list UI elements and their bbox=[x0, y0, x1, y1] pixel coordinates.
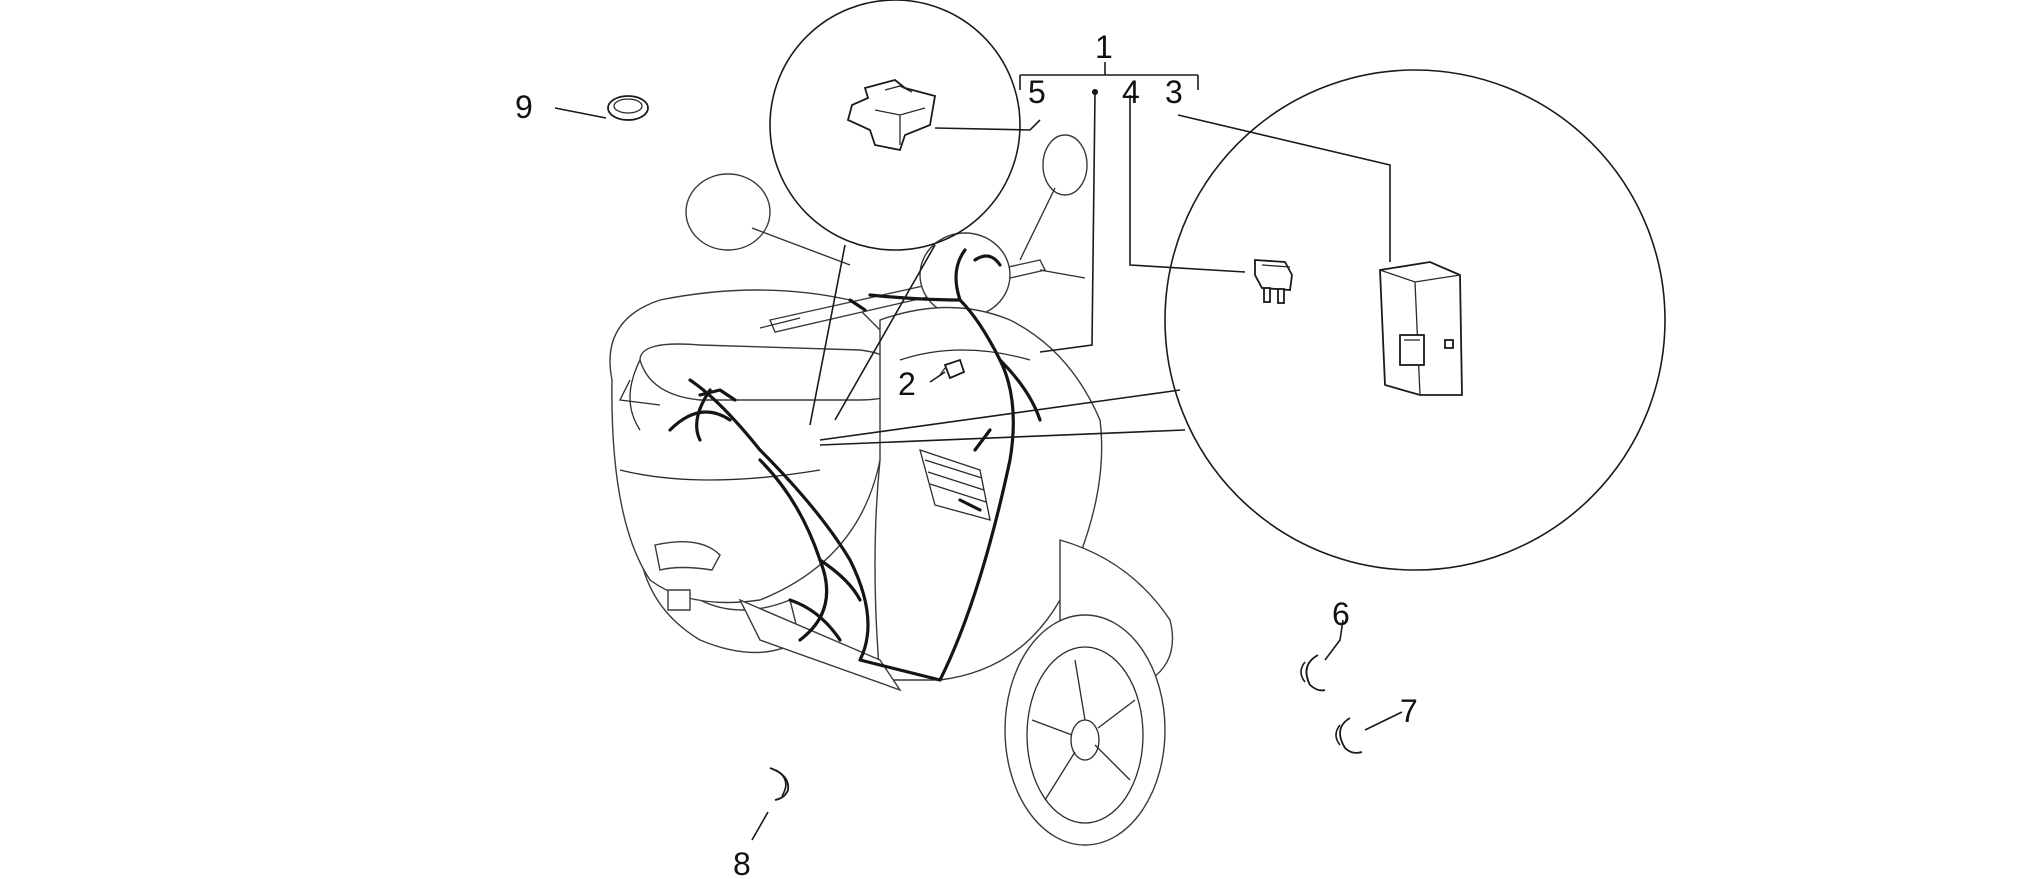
connector-part-2 bbox=[929, 358, 966, 383]
scooter-illustration bbox=[609, 134, 1174, 846]
callout-6: 6 bbox=[1332, 596, 1350, 632]
callout-7: 7 bbox=[1400, 693, 1418, 729]
callout-2: 2 bbox=[898, 366, 916, 402]
callout-9: 9 bbox=[515, 89, 533, 125]
relay-part-5 bbox=[846, 79, 1041, 152]
fuse-part-4 bbox=[1129, 95, 1293, 304]
clip-part-6 bbox=[1300, 619, 1344, 692]
magnifier-left bbox=[769, 0, 1021, 426]
clip-part-7 bbox=[1335, 711, 1403, 754]
clip-part-8 bbox=[751, 767, 790, 841]
cable-tie-part-9 bbox=[554, 95, 649, 121]
callout-1: 1 bbox=[1095, 29, 1113, 65]
callout-5: 5 bbox=[1028, 74, 1046, 110]
callout-bracket-1 bbox=[1019, 62, 1199, 353]
magnifier-right bbox=[819, 69, 1666, 571]
callout-4: 4 bbox=[1122, 74, 1140, 110]
callout-3: 3 bbox=[1165, 74, 1183, 110]
control-unit-part-3 bbox=[1177, 114, 1463, 396]
callout-8: 8 bbox=[733, 846, 751, 879]
wiring-harness bbox=[668, 248, 1042, 682]
